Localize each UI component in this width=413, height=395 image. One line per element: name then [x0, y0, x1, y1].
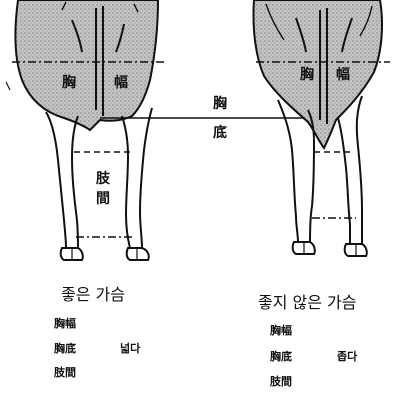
bad-cow	[253, 0, 390, 256]
bad-note-leg-gap: 肢間	[270, 376, 292, 387]
good-cow	[12, 0, 164, 260]
bad-note-value: 좁다	[337, 351, 357, 362]
chest-floor-label-line2: 底	[213, 126, 227, 140]
good-note-chest-width: 胸幅	[54, 318, 76, 329]
good-caption: 좋은 가슴	[61, 287, 125, 303]
good-right-leg	[122, 108, 152, 248]
good-leg-gap-label-bottom: 間	[96, 192, 110, 206]
good-chest-label-left: 胸	[62, 76, 76, 90]
good-leg-gap-label-top: 肢	[96, 172, 110, 186]
bad-chest-label-left: 胸	[300, 68, 314, 82]
good-left-leg	[46, 112, 78, 248]
good-note-value: 넓다	[120, 343, 140, 354]
good-note-leg-gap: 肢間	[54, 367, 76, 378]
bad-chest-label-right: 幅	[336, 68, 350, 82]
bad-note-chest-floor: 胸底	[270, 351, 292, 362]
bad-right-leg	[338, 96, 362, 244]
bad-note-chest-width: 胸幅	[270, 325, 292, 336]
good-note-chest-floor: 胸底	[54, 343, 76, 354]
good-right-hoof	[127, 248, 149, 260]
bad-chest	[253, 0, 382, 148]
good-chest	[15, 0, 158, 130]
chest-floor-label-line1: 胸	[213, 97, 227, 111]
bad-caption: 좋지 않은 가슴	[258, 295, 357, 311]
good-chest-label-right: 幅	[114, 76, 128, 90]
